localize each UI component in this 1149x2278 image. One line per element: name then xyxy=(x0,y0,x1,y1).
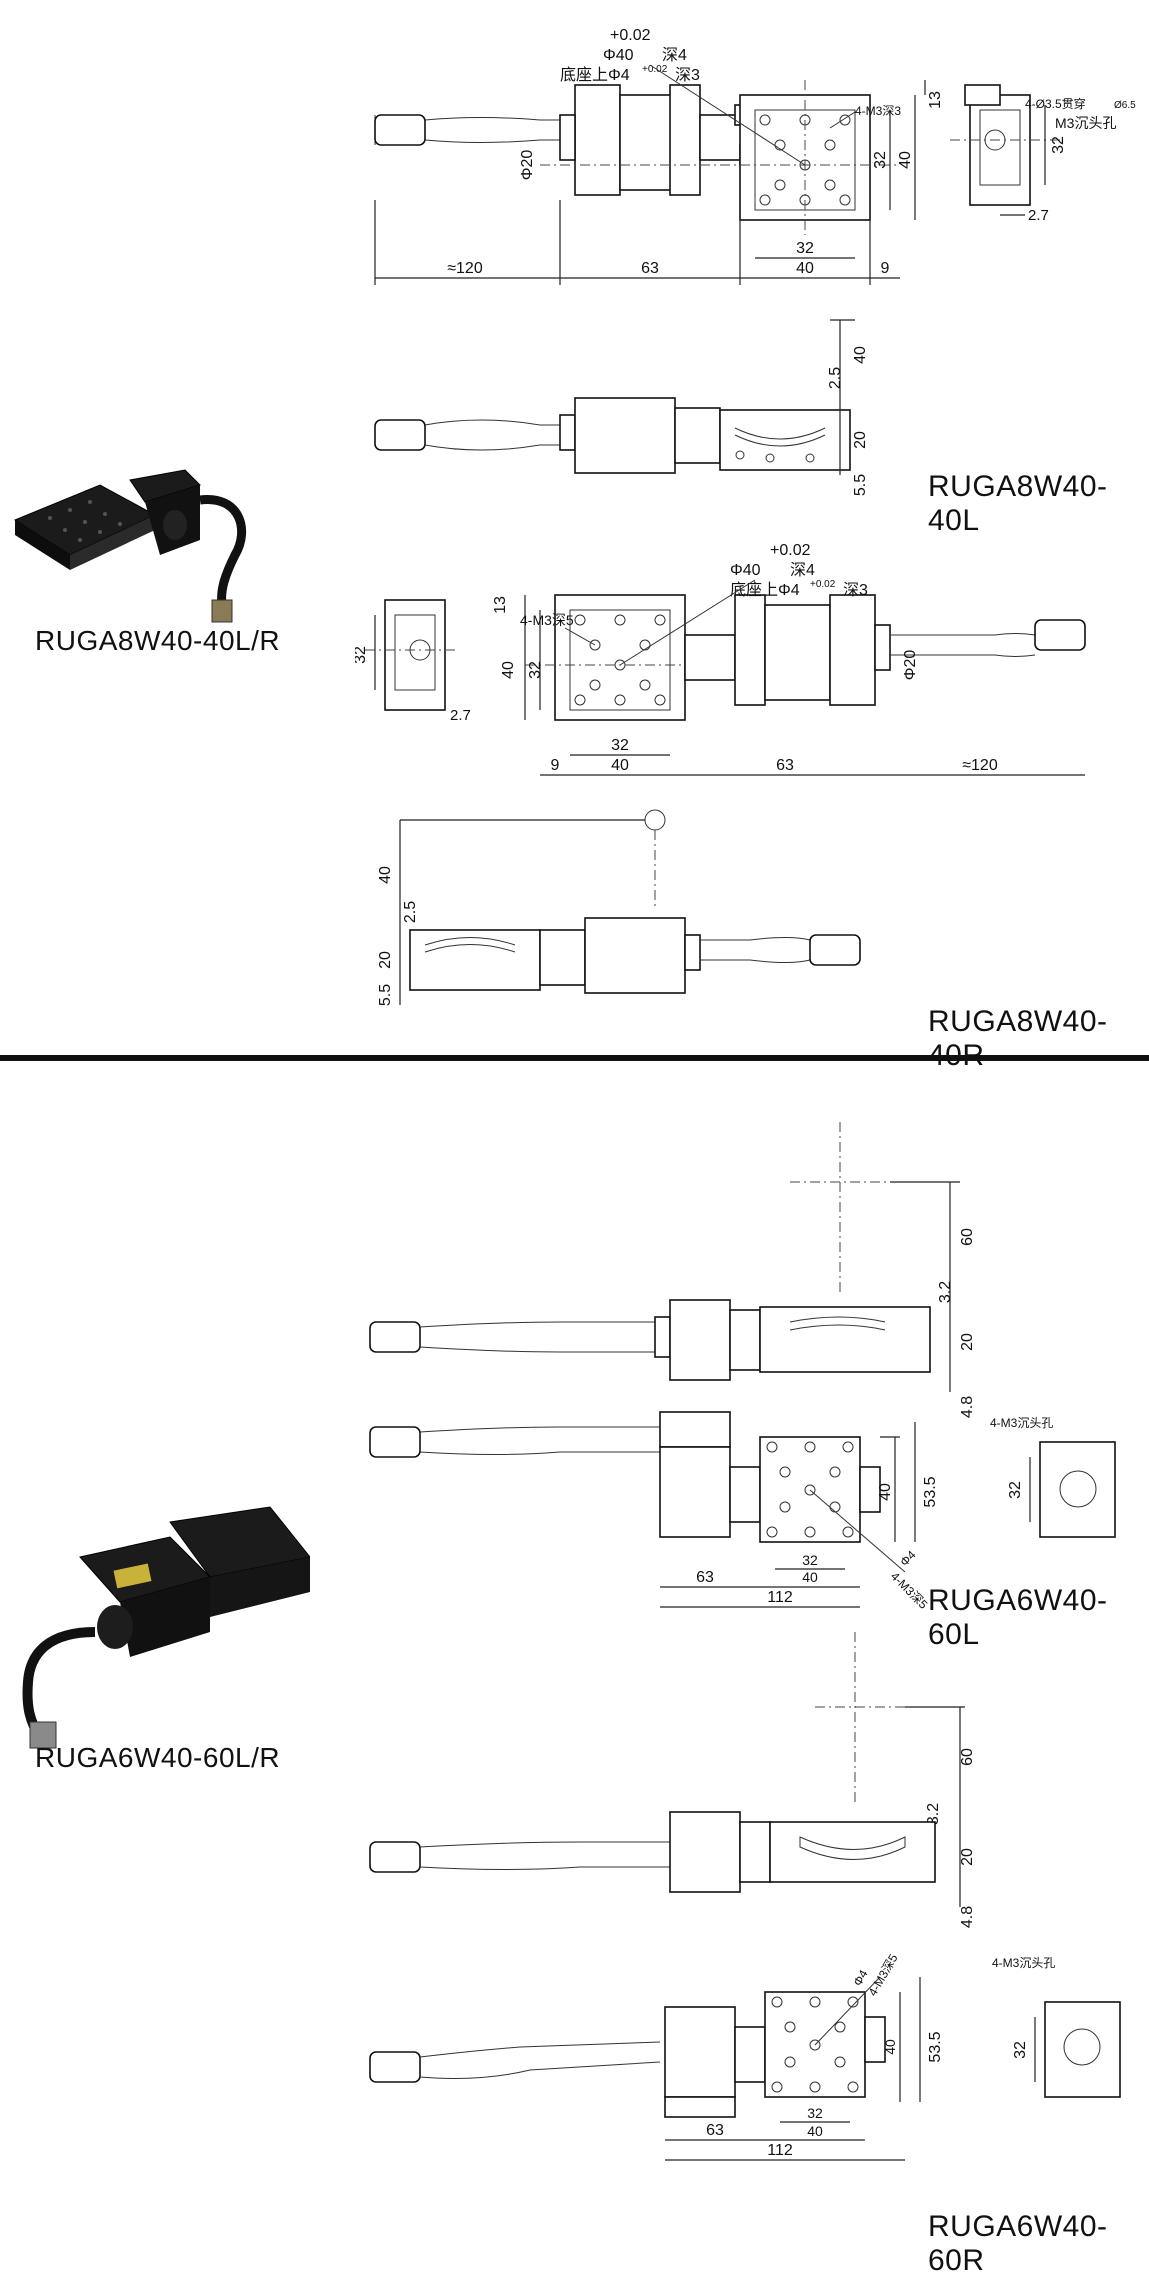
s6-r-4-8: 4.8 xyxy=(959,1906,976,1928)
model6-title-r: RUGA6W40-60R xyxy=(928,2210,1108,2277)
s6-l-20: 20 xyxy=(959,1333,976,1351)
s6-r-60: 60 xyxy=(959,1748,976,1766)
drawing-side-view-l: 40 2.5 20 5.5 xyxy=(374,319,869,496)
drawing6-side-view-l: 60 3.2 20 4.8 xyxy=(369,1122,976,1418)
t6-l-32: 32 xyxy=(802,1552,818,1568)
t6-r-phi4: Φ4 xyxy=(850,1967,870,1988)
r-dim-120: ≈120 xyxy=(962,757,998,774)
r-base-label: 底座上Φ4 xyxy=(730,581,800,599)
t6-r-32: 32 xyxy=(807,2105,823,2121)
panel-ruga6w40: RUGA6W40-60L/R 60 3.2 20 4.8 xyxy=(0,1062,1149,2277)
t6-l-phi4: Φ4 xyxy=(897,1548,919,1570)
side-dim-32: 32 xyxy=(1050,136,1067,154)
r-dim-40: 40 xyxy=(611,757,629,774)
t6-l-40h: 40 xyxy=(802,1569,818,1585)
drawing6-top-view-r: 40 53.5 32 40 63 112 Φ4 4-M3深5 32 4-M3沉头… xyxy=(369,1951,1121,2161)
r-phi20: Φ20 xyxy=(902,650,919,681)
side-r-5-5: 5.5 xyxy=(377,984,394,1006)
t6-r-end-32: 32 xyxy=(1012,2041,1029,2059)
base-label: 底座上Φ4 xyxy=(560,66,630,84)
product-photo-ruga6w40 xyxy=(22,1506,310,1749)
s6-l-3-2: 3.2 xyxy=(937,1281,954,1303)
r-dim-9: 9 xyxy=(551,757,560,774)
t6-r-m3-sink: 4-M3沉头孔 xyxy=(992,1956,1055,1970)
t6-l-40: 40 xyxy=(877,1483,894,1501)
r-dim-32: 32 xyxy=(611,737,629,754)
s6-l-4-8: 4.8 xyxy=(959,1396,976,1418)
drawing6-top-view-l: 40 53.5 32 40 63 112 Φ4 4-M3深5 32 4-M3沉头… xyxy=(369,1411,1116,1612)
r-m3-deep5: 4-M3深5 xyxy=(520,612,574,628)
phi65-label: Ø6.5 xyxy=(1114,100,1136,111)
side-r-2-5: 2.5 xyxy=(402,901,419,923)
side-l-2-5: 2.5 xyxy=(827,367,844,389)
t6-r-40: 40 xyxy=(882,2039,898,2055)
s6-l-60: 60 xyxy=(959,1228,976,1246)
deep4-label: 深4 xyxy=(662,46,687,64)
through-hole-label: 4-Ø3.5贯穿 xyxy=(1025,96,1086,111)
t6-r-40h: 40 xyxy=(807,2123,823,2139)
side-r-20: 20 xyxy=(377,951,394,969)
r-dim-40-v: 40 xyxy=(500,661,517,679)
r-phi40: Φ40 xyxy=(730,562,761,579)
base-sup: +0.02 xyxy=(642,64,668,75)
dim-32-v: 32 xyxy=(872,151,889,169)
dim-120: ≈120 xyxy=(447,260,483,277)
t6-r-53-5: 53.5 xyxy=(927,2031,944,2062)
product-photo-ruga8w40 xyxy=(13,469,247,623)
t6-r-112: 112 xyxy=(767,2142,793,2159)
panel-ruga8w40: RUGA8W40-40L/R xyxy=(0,0,1149,1072)
drawing-side-view-r: 40 2.5 20 5.5 xyxy=(377,809,861,1006)
r-deep3: 深3 xyxy=(843,581,868,599)
side-l-40: 40 xyxy=(852,346,869,364)
t6-l-m3-deep5: 4-M3深5 xyxy=(888,1569,931,1612)
counter-sink-label: M3沉头孔 xyxy=(1055,115,1116,131)
r-tol-top: +0.02 xyxy=(770,542,811,559)
r-dim-2-7: 2.7 xyxy=(450,707,471,724)
t6-l-m3-sink: 4-M3沉头孔 xyxy=(990,1416,1053,1430)
t6-l-63: 63 xyxy=(696,1569,714,1586)
side-l-5-5: 5.5 xyxy=(852,474,869,496)
model6-title-l: RUGA6W40-60L xyxy=(928,1584,1108,1651)
side-l-20: 20 xyxy=(852,431,869,449)
section-divider xyxy=(0,1055,1149,1061)
phi40-label: Φ40 xyxy=(603,47,634,64)
s6-r-3-2: 3.2 xyxy=(925,1803,942,1825)
s6-r-20: 20 xyxy=(959,1848,976,1866)
dim-phi20: Φ20 xyxy=(519,150,536,181)
tol-top: +0.02 xyxy=(610,27,651,44)
dim-40: 40 xyxy=(796,260,814,277)
m3-deep3-label: 4-M3深3 xyxy=(855,104,901,118)
drawing-top-view-l: ≈120 63 40 9 32 40 32 13 Φ20 +0.02 Φ40 深… xyxy=(374,27,1136,285)
photo-label-6w: RUGA6W40-60L/R xyxy=(35,1742,281,1773)
drawing-top-view-r: 32 2.7 13 40 32 9 40 32 63 xyxy=(355,542,1086,776)
dim-9: 9 xyxy=(881,260,890,277)
model-title-l: RUGA8W40-40L xyxy=(928,470,1108,537)
t6-l-end-32: 32 xyxy=(1007,1481,1024,1499)
deep3-label: 深3 xyxy=(675,66,700,84)
dim-13: 13 xyxy=(927,91,944,109)
r-dim-63: 63 xyxy=(776,757,794,774)
dim-32-h: 32 xyxy=(796,240,814,257)
t6-r-63: 63 xyxy=(706,2122,724,2139)
drawing6-side-view-r: 60 3.2 20 4.8 xyxy=(369,1632,976,1928)
dim-2-7: 2.7 xyxy=(1028,207,1049,224)
side-r-40: 40 xyxy=(377,866,394,884)
dim-63: 63 xyxy=(641,260,659,277)
t6-l-53-5: 53.5 xyxy=(922,1476,939,1507)
model-title-r: RUGA8W40-40R xyxy=(928,1005,1108,1072)
r-side-32: 32 xyxy=(355,646,369,664)
r-deep4: 深4 xyxy=(790,561,815,579)
dim-40-v: 40 xyxy=(897,151,914,169)
r-base-sup: +0.02 xyxy=(810,579,836,590)
photo-label: RUGA8W40-40L/R xyxy=(35,625,281,656)
t6-l-112: 112 xyxy=(767,1589,793,1606)
r-dim-13: 13 xyxy=(492,596,509,614)
t6-r-m3-deep5: 4-M3深5 xyxy=(865,1951,900,1998)
r-dim-32-v: 32 xyxy=(527,661,544,679)
